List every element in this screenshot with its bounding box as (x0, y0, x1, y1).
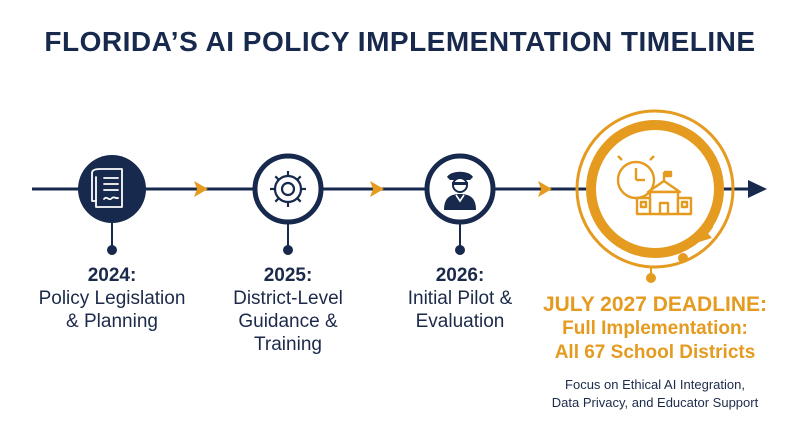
focus-note-line-1: Focus on Ethical AI Integration, (565, 377, 745, 392)
document-scroll-icon (91, 168, 123, 208)
milestone-text: Policy Legislation (38, 288, 186, 309)
gear-icon (270, 171, 306, 207)
deadline-label: JULY 2027 DEADLINE: Full Implementation:… (530, 292, 780, 365)
milestone-text: Guidance & (238, 311, 338, 332)
clock-school-icon (616, 155, 693, 216)
page-title: FLORIDA’S AI POLICY IMPLEMENTATION TIMEL… (44, 26, 756, 57)
milestone-text: Training (254, 334, 322, 355)
connector-arrow (194, 181, 208, 197)
milestone-node-2025 (252, 153, 324, 255)
milestone-text: District-Level (233, 288, 343, 309)
milestone-node-2026 (424, 153, 496, 255)
milestone-node-2024 (78, 155, 146, 255)
connector-arrow (370, 181, 384, 197)
milestone-year: 2026: (435, 265, 485, 286)
timeline-arrowhead (748, 180, 767, 198)
milestone-year: 2025: (263, 265, 313, 286)
deadline-node (575, 109, 735, 283)
focus-note-line-2: Data Privacy, and Educator Support (551, 395, 759, 410)
milestone-text: Evaluation (415, 311, 505, 332)
deadline-heading: JULY 2027 DEADLINE: (542, 293, 768, 316)
connector-arrow (538, 181, 552, 197)
deadline-line-2: All 67 School Districts (554, 342, 756, 363)
deadline-line-1: Full Implementation: (562, 318, 748, 339)
milestone-label-2026: 2026: Initial Pilot & Evaluation (370, 264, 550, 333)
pilot-person-icon (444, 171, 476, 210)
focus-note: Focus on Ethical AI Integration, Data Pr… (520, 376, 790, 412)
milestone-text: Initial Pilot & (407, 288, 513, 309)
milestone-label-2024: 2024: Policy Legislation & Planning (22, 264, 202, 333)
milestone-year: 2024: (87, 265, 137, 286)
milestone-text: & Planning (66, 311, 158, 332)
milestone-label-2025: 2025: District-Level Guidance & Training (198, 264, 378, 356)
